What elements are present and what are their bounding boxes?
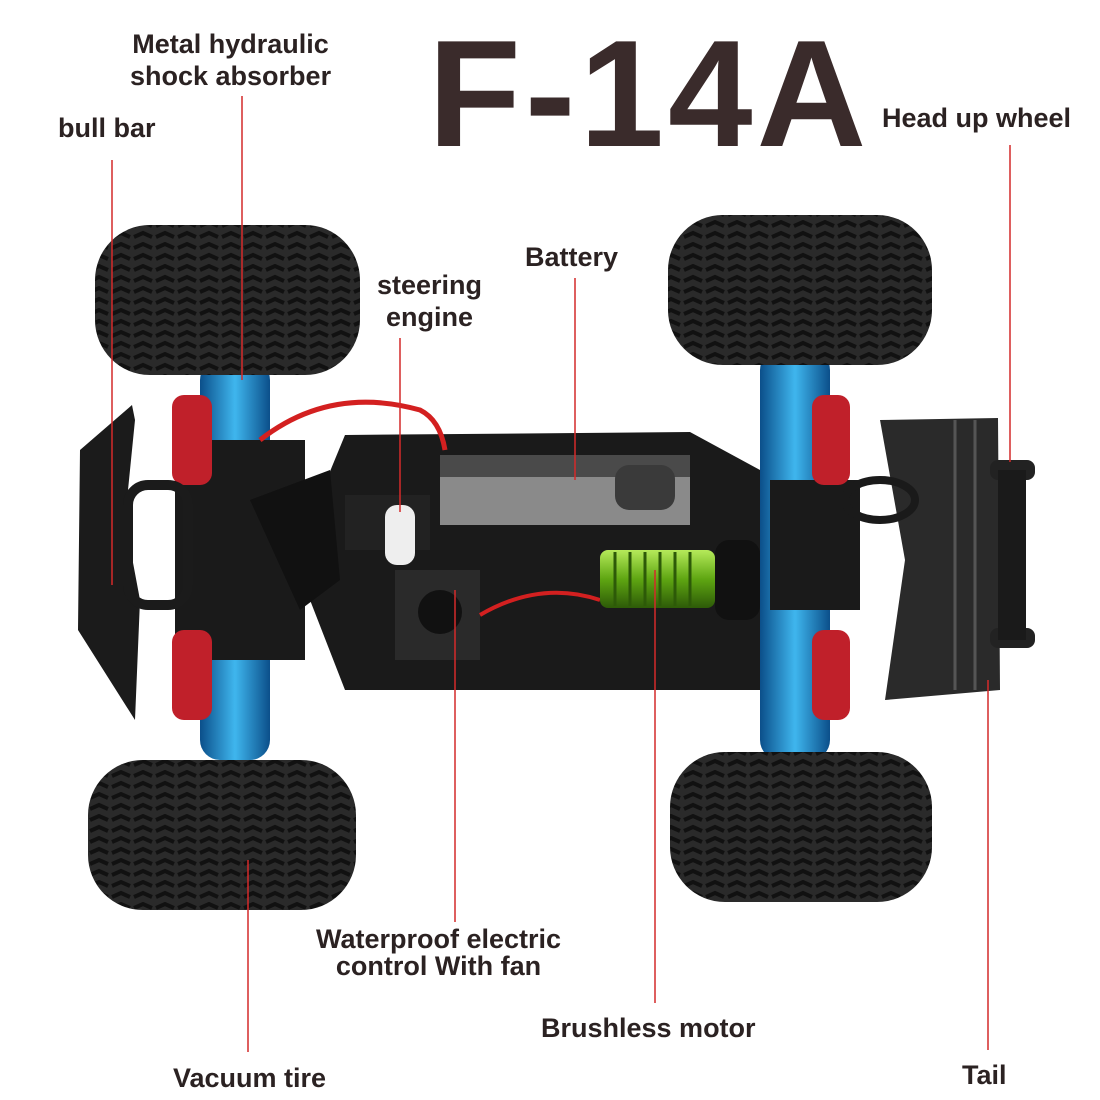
label-steering-engine: steering engine (377, 269, 482, 333)
shock-spring-front-upper (172, 395, 212, 485)
rear-suspension (760, 350, 860, 760)
tire-rear-right (670, 752, 932, 902)
rear-wing (880, 418, 1000, 700)
label-bull-bar: bull bar (58, 113, 156, 143)
label-vacuum-tire: Vacuum tire (173, 1063, 327, 1093)
tire-front-left (95, 225, 360, 375)
label-line: Waterproof electric (316, 924, 562, 954)
model-title: F-14A (428, 9, 871, 179)
tire-rear-left (88, 760, 356, 910)
bull-bar (78, 405, 140, 720)
leader-lines (111, 96, 1011, 1052)
label-line: steering (377, 270, 483, 300)
tire-front-right (668, 215, 932, 365)
label-electric-control: Waterproof electric control With fan (316, 926, 561, 980)
shock-spring-front-lower (172, 630, 212, 720)
label-brushless-motor: Brushless motor (541, 1013, 756, 1043)
label-tail: Tail (962, 1060, 1007, 1090)
brushless-motor (600, 550, 715, 608)
label-line: Metal hydraulic (132, 29, 329, 59)
label-line: shock absorber (130, 61, 332, 91)
label-line: control With fan (335, 951, 542, 981)
label-battery: Battery (525, 242, 619, 272)
label-head-up-wheel: Head up wheel (882, 103, 1072, 133)
label-line: engine (386, 302, 474, 332)
label-shock-absorber: Metal hydraulic shock absorber (130, 28, 331, 92)
